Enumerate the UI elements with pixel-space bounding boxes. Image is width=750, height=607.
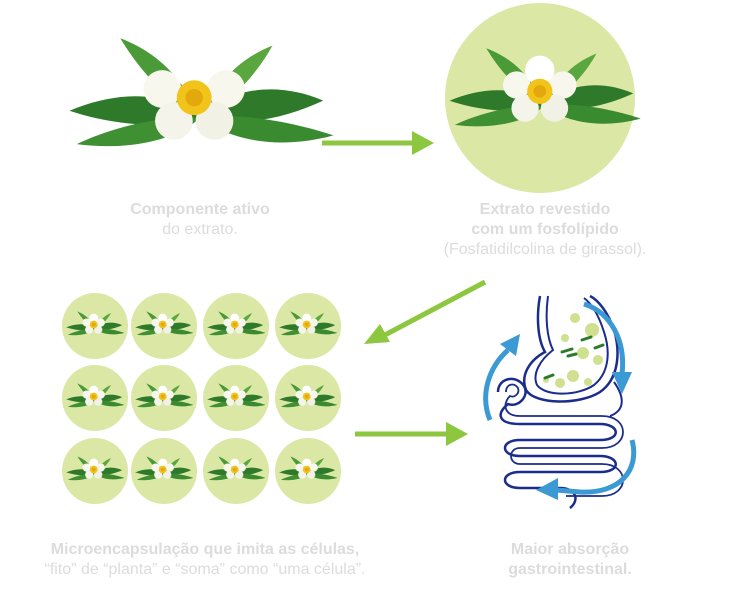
microcapsule-8 — [275, 365, 341, 431]
caption-step3-normal: “fito” de “planta” e “soma” como “uma cé… — [44, 561, 366, 578]
microcapsule-5 — [62, 365, 128, 431]
microcapsule-6 — [131, 365, 197, 431]
coated-extract-illustration — [445, 3, 641, 193]
microcapsule-1 — [62, 293, 128, 359]
microcapsule-12 — [275, 438, 341, 504]
arrow-right-bottom — [355, 422, 468, 446]
caption-coated-extract: Extrato revestido com um fosfolípido (Fo… — [410, 200, 680, 260]
arrow-diagonal — [364, 279, 487, 344]
caption-active-component: Componente ativo do extrato. — [95, 200, 305, 240]
tea-sprig-illustration — [69, 38, 334, 147]
caption-step3-bold: Microencapsulação que imita as células, — [50, 541, 360, 558]
absorption-arrow-lower — [555, 439, 637, 495]
caption-step1-bold: Componente ativo — [130, 201, 270, 218]
microcapsule-grid — [62, 293, 341, 504]
caption-step4-bold1: Maior absorção — [510, 541, 630, 558]
caption-absorption: Maior absorção gastrointestinal. — [470, 540, 670, 580]
microcapsule-4 — [275, 293, 341, 359]
microcapsule-2 — [131, 293, 197, 359]
microcapsule-7 — [203, 365, 269, 431]
caption-step4-bold2: gastrointestinal. — [508, 561, 632, 578]
arrow-right-top — [322, 131, 434, 155]
digestive-tract-illustration — [483, 294, 637, 509]
caption-step2-bold1: Extrato revestido — [479, 201, 611, 218]
caption-step2-bold2: com um fosfolípido — [471, 221, 619, 238]
microcapsule-11 — [203, 438, 269, 504]
intestine-outline — [496, 377, 617, 509]
absorption-arrow-upper — [483, 348, 510, 421]
microcapsule-9 — [62, 438, 128, 504]
microcapsule-10 — [131, 438, 197, 504]
caption-step2-normal: (Fosfatidilcolina de girassol). — [443, 241, 647, 258]
absorption-arrow-right — [583, 301, 626, 375]
microcapsule-3 — [203, 293, 269, 359]
caption-microencapsulation: Microencapsulação que imita as células, … — [10, 540, 400, 580]
caption-step1-normal: do extrato. — [162, 221, 238, 238]
